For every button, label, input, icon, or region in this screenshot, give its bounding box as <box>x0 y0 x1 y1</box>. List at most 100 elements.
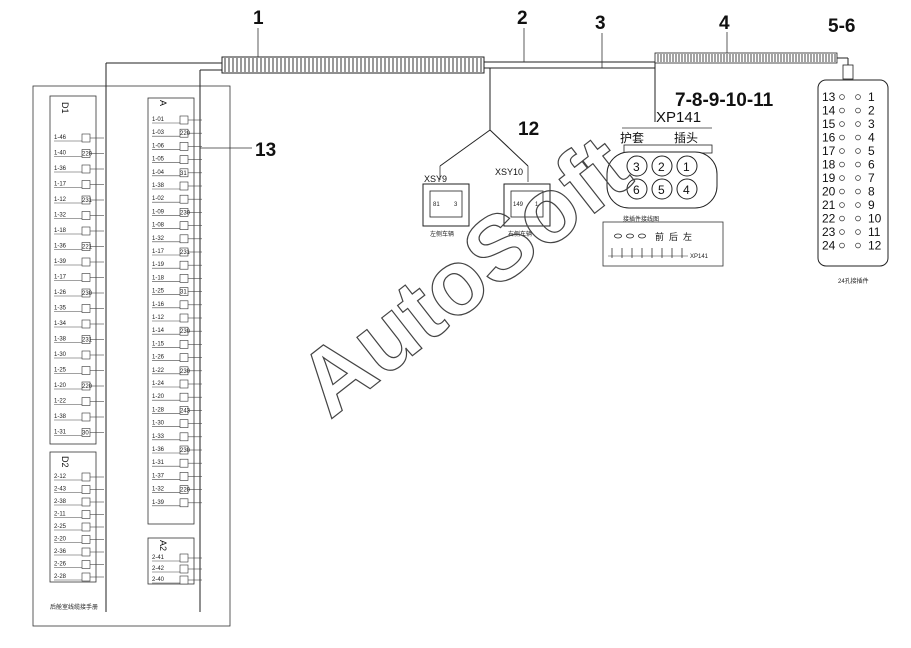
pin-hole <box>839 242 845 249</box>
pin-row: 1-32 220 <box>152 485 202 494</box>
pin-row: 1-37 <box>152 472 202 481</box>
pin-cavity <box>676 155 698 177</box>
xp141-module-caption: 接插件接线图 <box>623 215 659 223</box>
pin-mark: 31 <box>180 171 187 177</box>
pin-number-right: 4 <box>868 131 875 145</box>
pin-row: 1-22 230 <box>152 366 202 376</box>
cavity-number: 2 <box>658 160 665 174</box>
pin-label: 1-38 <box>54 414 67 420</box>
block-d1-label: D1 <box>60 102 70 114</box>
pin-row: 1-17 <box>54 180 104 189</box>
relay-xsy9: XSY9 81 3 左侧车辆 <box>422 166 470 238</box>
xsy9-pin-left: 81 <box>433 202 440 208</box>
connector-24-caption: 24孔接插件 <box>838 277 869 285</box>
pin-mark: 231 <box>180 250 191 256</box>
pin-label: 1-26 <box>152 355 165 361</box>
pin-mark: 230 <box>82 291 93 297</box>
pin-number-left: 24 <box>822 239 836 253</box>
pin-hole <box>855 175 861 181</box>
pin-row: 1-31 <box>152 458 202 468</box>
pin-label: 1-31 <box>54 430 67 436</box>
pin-label: 1-01 <box>152 117 165 123</box>
xsy9-pin-right: 3 <box>454 202 458 208</box>
pin-label: 1-20 <box>54 383 67 389</box>
pin-hole <box>855 242 861 249</box>
pin-mark: 220 <box>180 488 191 494</box>
pin-row: 2-20 <box>54 535 104 544</box>
module-char: 前 <box>655 231 664 242</box>
pin-row: 1-39 <box>54 257 104 267</box>
pin-label: 1-25 <box>54 368 67 374</box>
pin-row: 2-11 <box>54 510 104 519</box>
pin-mark: 220 <box>82 152 93 158</box>
main-harness <box>105 52 849 612</box>
pin-hole <box>855 107 861 114</box>
pin-label: 2-43 <box>54 487 67 493</box>
block-a-label: A <box>158 100 168 106</box>
pin-row: 1-18 <box>152 274 202 283</box>
pin-mark: 243 <box>180 408 191 414</box>
pin-label: 1-32 <box>152 487 165 493</box>
cavity-number: 6 <box>633 183 640 197</box>
pin-label: 1-08 <box>152 223 165 229</box>
pin-row: 1-38 <box>152 181 202 191</box>
pin-mark: 231 <box>82 338 93 344</box>
pin-number-left: 17 <box>822 144 836 158</box>
pin-row: 1-16 <box>152 300 202 310</box>
pin-row: 1-36 <box>54 164 104 174</box>
pin-row: 1-15 <box>152 340 202 349</box>
callout-5-6: 5-6 <box>828 16 855 37</box>
pin-label: 1-17 <box>54 182 67 188</box>
pin-row: 2-28 <box>54 572 104 582</box>
pin-row: 1-34 <box>54 319 104 329</box>
watermark-text: AutoSoft <box>280 116 649 435</box>
pin-row: 2-26 <box>54 560 104 569</box>
callout-7-11: 7-8-9-10-11 <box>675 90 774 111</box>
pin-hole <box>839 161 845 168</box>
pin-label: 1-16 <box>152 302 165 308</box>
pin-label: 2-20 <box>54 537 67 543</box>
pin-mark: 230 <box>180 448 191 454</box>
pin-hole <box>855 161 861 168</box>
pin-row: 2-25 <box>54 522 104 532</box>
pin-label: 2-12 <box>54 474 67 480</box>
xsy10-caption: 右侧车辆 <box>508 230 532 238</box>
pin-label: 1-12 <box>152 315 165 321</box>
pin-row: 1-18 <box>54 226 104 236</box>
pin-number-left: 18 <box>822 158 836 172</box>
pin-number-left: 23 <box>822 225 836 239</box>
pin-label: 1-39 <box>54 259 67 265</box>
pin-cavity <box>651 178 673 200</box>
pin-hole <box>839 229 845 235</box>
d2-pin-rows: 2-122-432-382-112-252-202-362-262-28 <box>54 472 104 582</box>
pin-number-left: 13 <box>822 90 836 104</box>
pin-number-right: 12 <box>868 239 882 253</box>
cavity-number: 4 <box>683 183 690 197</box>
callout-4: 4 <box>719 13 730 34</box>
xp141-right-part: 插头 <box>674 131 698 145</box>
pin-label: 1-33 <box>152 434 165 440</box>
pin-row: 1-32 <box>54 211 104 220</box>
pin-number-right: 8 <box>868 185 875 199</box>
module-char: 后 <box>669 232 678 242</box>
pin-hole <box>855 202 861 208</box>
pin-mark: 230 <box>180 369 191 375</box>
pin-row: 1-20 <box>152 392 202 402</box>
left-panel-caption: 后舱室线缆接手册 <box>50 603 98 611</box>
pin-label: 1-22 <box>152 368 165 374</box>
pin-label: 1-28 <box>152 407 165 413</box>
callout-2: 2 <box>517 8 528 29</box>
pin-row: 1-39 <box>152 498 202 508</box>
